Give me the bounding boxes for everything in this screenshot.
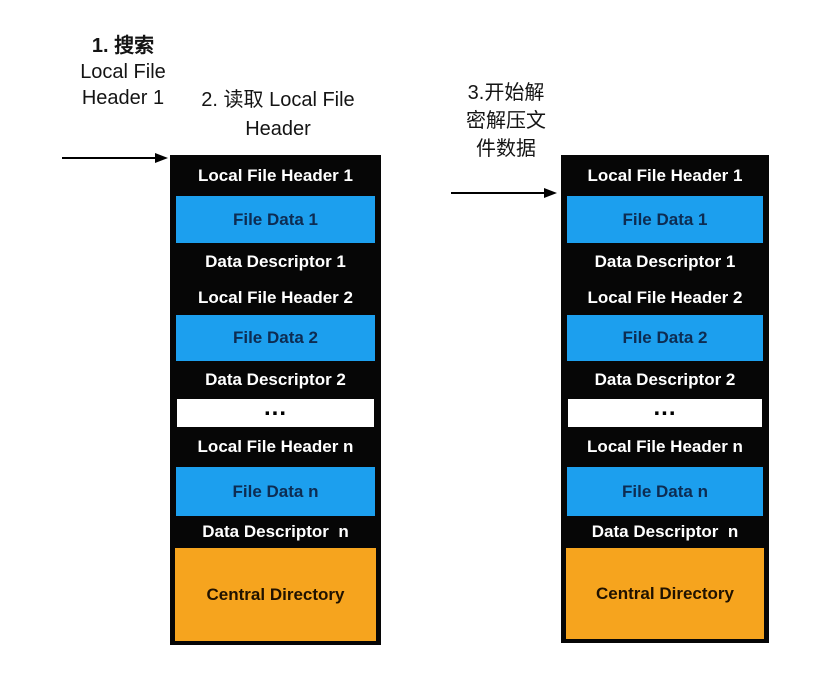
segment-data-descriptor-2: Data Descriptor 2 (205, 370, 346, 389)
annotation-step2-line2: Header (245, 118, 311, 140)
annotation-step2-line1: 2. 读取 Local File (201, 89, 355, 111)
segment-data-descriptor-1: Data Descriptor 1 (205, 252, 346, 271)
segment-central-directory: Central Directory (566, 548, 764, 639)
zip-stack-right: Local File Header 1 File Data 1 Data Des… (561, 155, 769, 643)
segment-ellipsis: ... (177, 394, 374, 427)
segment-file-data-n: File Data n (176, 467, 375, 516)
segment-file-data-2: File Data 2 (176, 315, 375, 361)
annotation-step1-line2: Local File (80, 61, 166, 83)
annotation-step1-line1: 1. 搜索 (91, 35, 155, 57)
annotation-step2: 2. 读取 Local File Header (189, 86, 367, 144)
segment-file-data-2: File Data 2 (567, 315, 763, 361)
segment-local-file-header-2: Local File Header 2 (587, 288, 743, 307)
annotation-step3-line1: 3.开始解 (467, 82, 545, 104)
segment-file-data-1: File Data 1 (176, 196, 375, 243)
zip-stack-left: Local File Header 1 File Data 1 Data Des… (170, 155, 381, 645)
segment-local-file-header-n: Local File Header n (587, 437, 743, 456)
segment-data-descriptor-n: Data Descriptor n (591, 522, 739, 541)
segment-ellipsis: ... (568, 394, 762, 427)
annotation-step1: 1. 搜索 Local File Header 1 (47, 33, 199, 111)
segment-file-data-n: File Data n (567, 467, 763, 516)
segment-data-descriptor-2: Data Descriptor 2 (594, 370, 736, 389)
segment-local-file-header-1: Local File Header 1 (587, 165, 743, 185)
annotation-step3: 3.开始解 密解压文 件数据 (450, 79, 562, 163)
annotation-step3-line3: 件数据 (476, 138, 536, 160)
annotation-step1-line3: Header 1 (81, 87, 165, 109)
segment-local-file-header-2: Local File Header 2 (198, 288, 353, 307)
segment-central-directory: Central Directory (175, 548, 376, 641)
annotation-step3-line2: 密解压文 (466, 110, 546, 132)
segment-data-descriptor-n: Data Descriptor n (202, 522, 349, 541)
segment-data-descriptor-1: Data Descriptor 1 (594, 252, 736, 271)
segment-local-file-header-1: Local File Header 1 (198, 165, 353, 185)
segment-local-file-header-n: Local File Header n (197, 437, 354, 456)
arrow-step3-icon (451, 188, 557, 198)
segment-file-data-1: File Data 1 (567, 196, 763, 243)
arrow-step1-icon (62, 153, 168, 163)
